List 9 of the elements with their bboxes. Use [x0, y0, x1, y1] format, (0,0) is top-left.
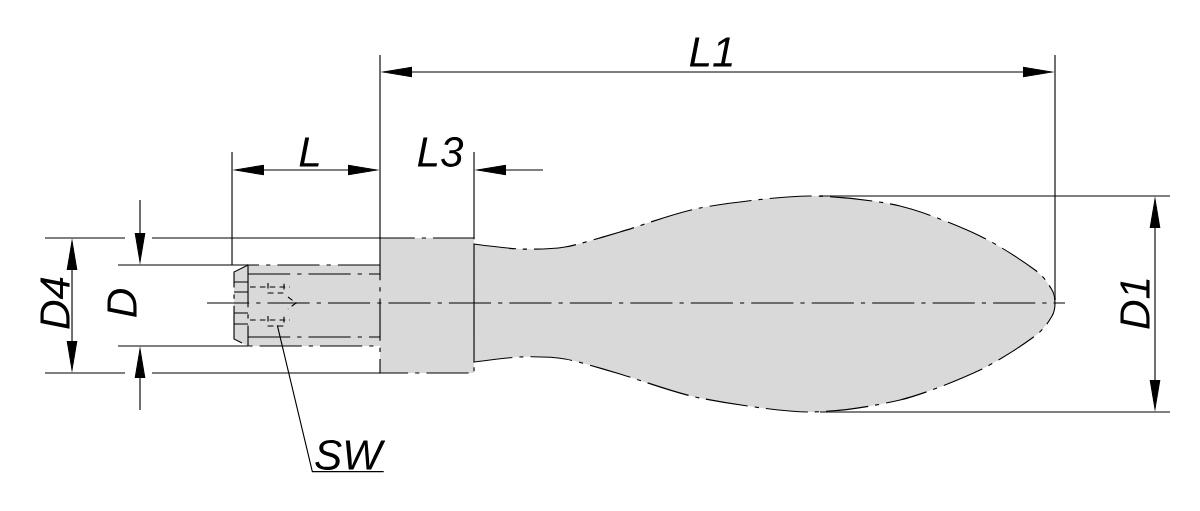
dimension-label: D — [107, 289, 137, 317]
callout-label: SW — [315, 440, 386, 470]
dimension-label: L3 — [417, 137, 464, 167]
dimension-label: D1 — [1120, 279, 1150, 329]
dimension-label: D4 — [40, 277, 70, 329]
hex-socket-drawing — [249, 282, 297, 327]
dimension-label: L — [299, 137, 319, 167]
dimension-label: L1 — [689, 37, 732, 67]
leader-line — [276, 324, 385, 473]
